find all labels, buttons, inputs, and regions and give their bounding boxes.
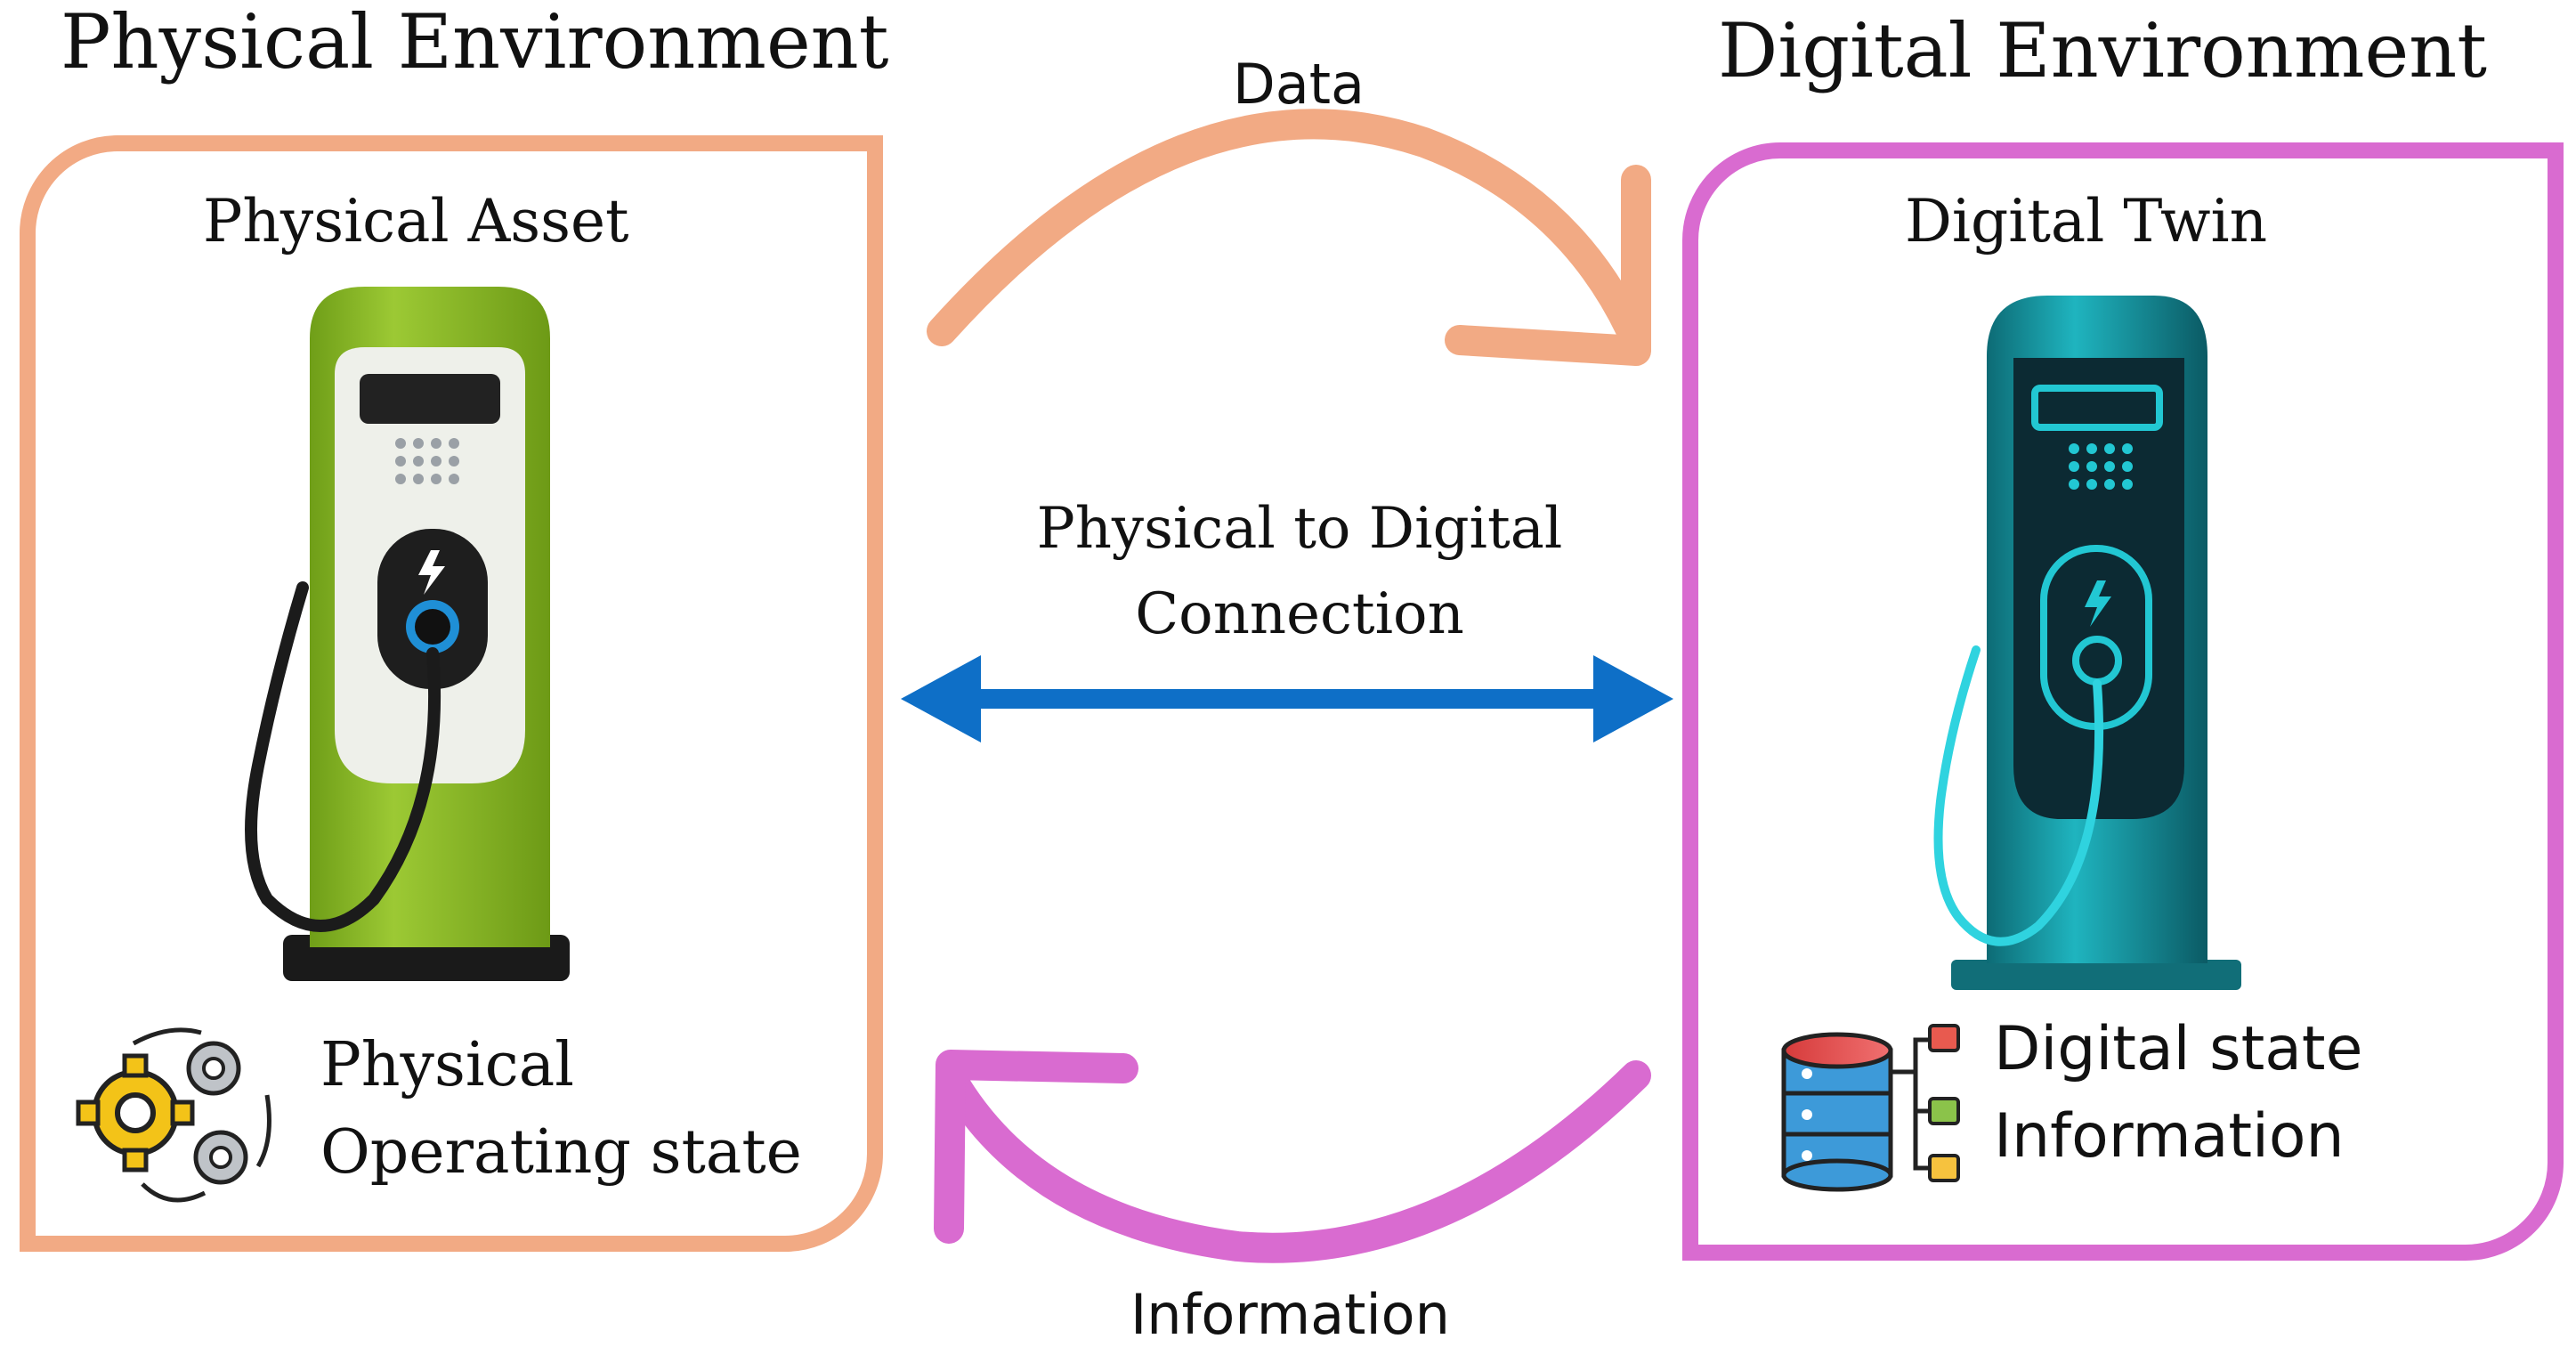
digital-environment-title: Digital Environment [1718, 7, 2488, 94]
physical-state-line1: Physical [320, 1030, 574, 1100]
physical-asset-panel [20, 135, 883, 1252]
database-network-icon [1781, 1024, 1960, 1192]
information-arrow [934, 1050, 1651, 1263]
connection-double-arrow [901, 655, 1673, 742]
connection-label-line1: Physical to Digital [1036, 496, 1563, 562]
information-arrow-label: Information [1130, 1282, 1450, 1347]
physical-asset-title: Physical Asset [203, 187, 629, 256]
connection-label-line2: Connection [1135, 581, 1464, 647]
digital-state-line2: Information [1994, 1101, 2345, 1172]
physical-environment-title: Physical Environment [61, 0, 889, 85]
digital-twin-title: Digital Twin [1905, 187, 2268, 256]
gears-cycle-icon [76, 1027, 271, 1203]
physical-operating-state-label: Physical Operating state [320, 1022, 802, 1197]
ev-charger-hologram-icon [1933, 296, 2241, 990]
data-arrow [927, 109, 1651, 366]
digital-state-information-label: Digital state Information [1994, 1006, 2362, 1181]
ev-charger-green-icon [245, 287, 570, 981]
digital-twin-panel [1682, 142, 2564, 1261]
connection-label: Physical to Digital Connection [961, 486, 1638, 657]
digital-state-line1: Digital state [1994, 1014, 2363, 1084]
physical-state-line2: Operating state [320, 1117, 802, 1188]
data-arrow-label: Data [1233, 52, 1365, 117]
